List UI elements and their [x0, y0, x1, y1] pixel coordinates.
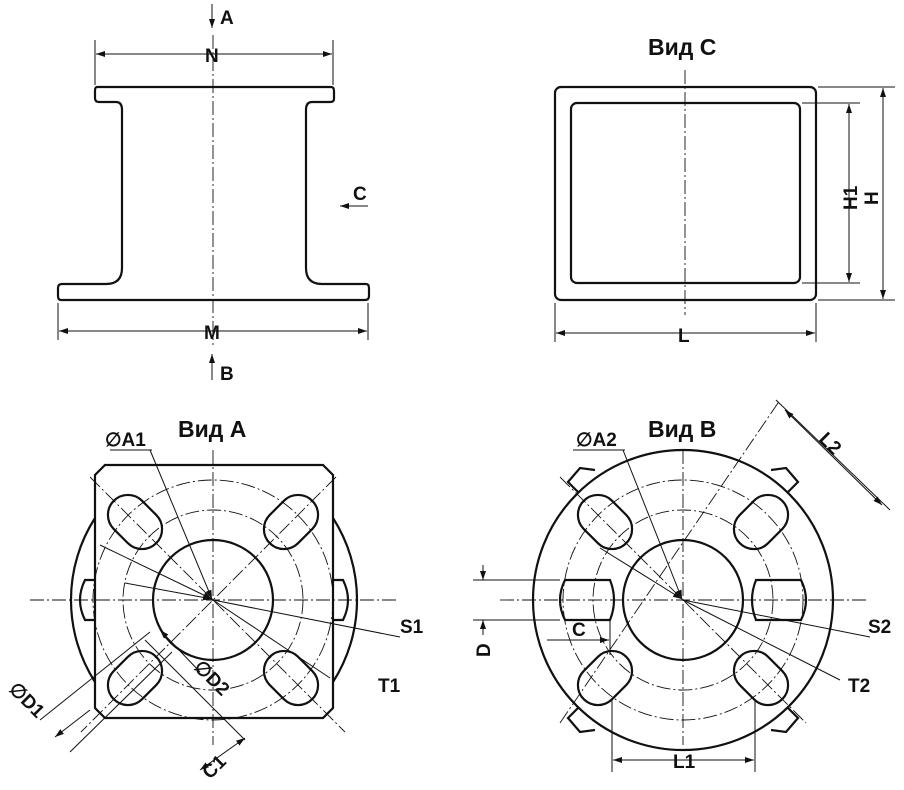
label-l: L: [678, 326, 690, 347]
label-s1: S1: [400, 617, 424, 638]
view-b: Вид B ∅A2 L2 D C S2 T2 L: [473, 399, 891, 773]
view-c-title: Вид C: [648, 34, 716, 60]
label-a: A: [220, 8, 234, 29]
front-view: N M A B C: [56, 4, 371, 385]
label-d2: ∅D2: [189, 657, 233, 701]
label-d: D: [474, 643, 495, 657]
view-b-title: Вид B: [648, 416, 716, 442]
view-a: Вид A ∅A1 S1 T1 ∅D1 ∅D2 C1: [4, 416, 423, 784]
label-h: H: [862, 191, 883, 205]
dimension-l2: [784, 409, 883, 506]
label-a1: ∅A1: [105, 430, 146, 451]
square-flange: [93, 463, 335, 720]
label-h1: H1: [841, 185, 862, 210]
label-b: B: [220, 364, 234, 385]
label-c: C: [353, 184, 367, 205]
view-c: Вид C H H1 L: [553, 34, 895, 347]
i-beam-profile: [56, 85, 371, 302]
label-a2: ∅A2: [576, 430, 617, 451]
label-c1: C1: [199, 751, 231, 783]
label-t1: T1: [378, 676, 401, 697]
label-d1: ∅D1: [4, 679, 48, 723]
view-a-title: Вид A: [178, 416, 246, 442]
label-m: M: [204, 323, 220, 344]
label-c-dim: C: [572, 620, 586, 641]
label-l2: L2: [814, 429, 845, 460]
outer-frame: [553, 85, 818, 302]
label-n: N: [205, 46, 219, 67]
inner-frame: [569, 101, 802, 285]
label-s2: S2: [868, 617, 891, 638]
label-l1: L1: [673, 752, 696, 773]
label-t2: T2: [848, 676, 870, 697]
